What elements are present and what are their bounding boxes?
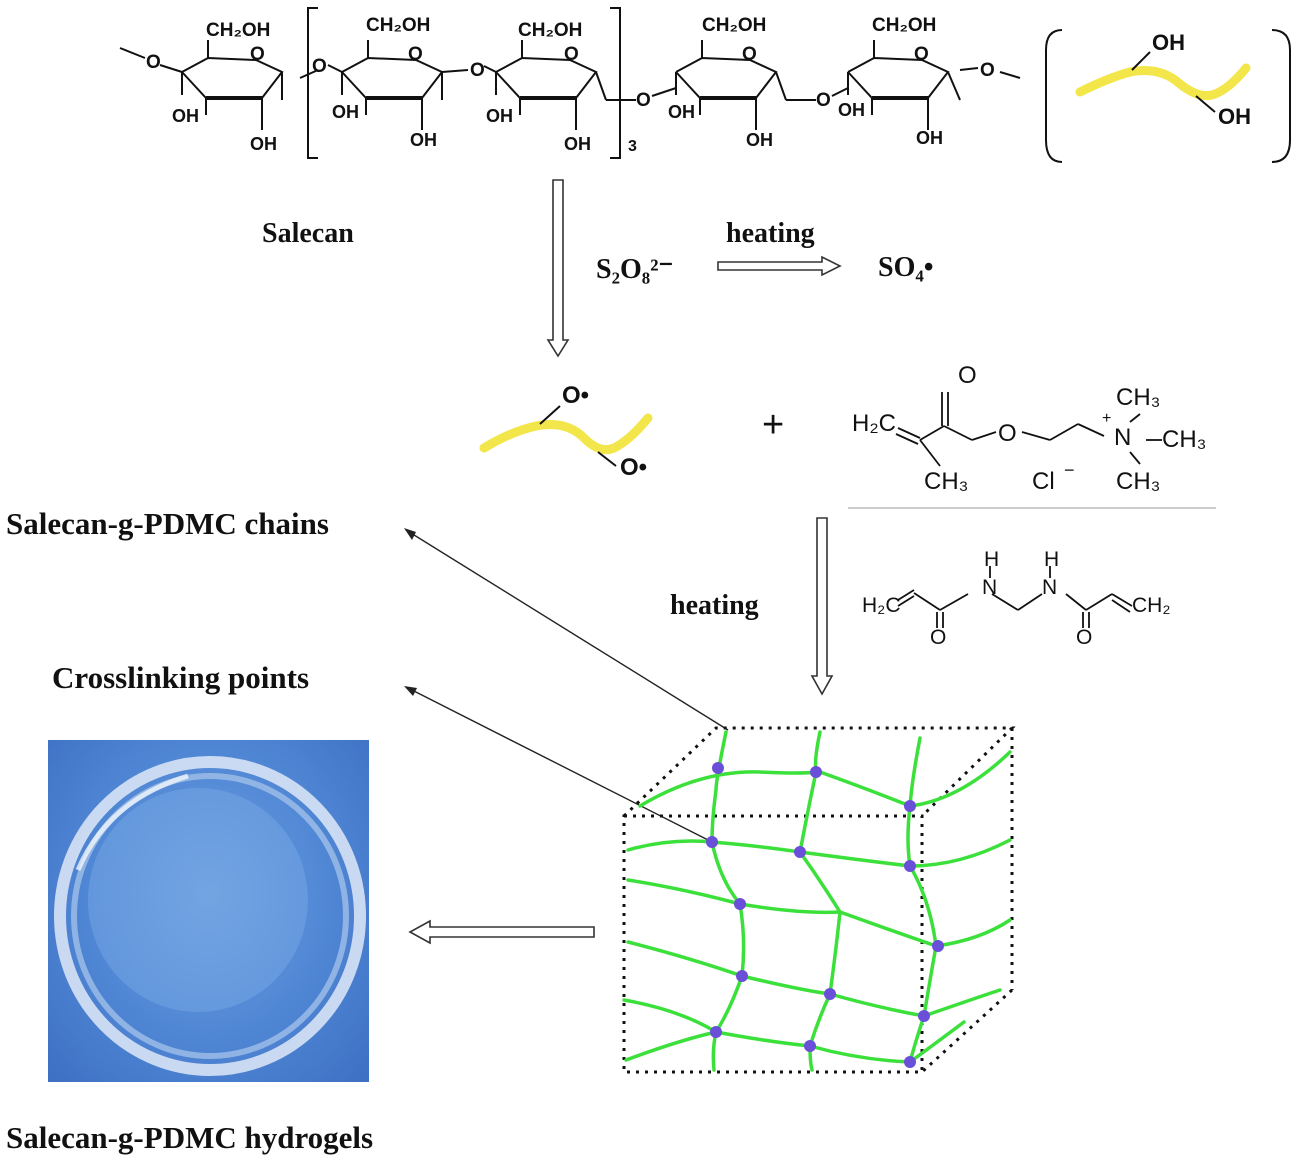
mba-ch2: CH₂ [1132, 594, 1170, 618]
arrow-right-heating [718, 257, 840, 275]
chain-paren-right [1272, 30, 1290, 162]
dmc-nitrogen-charge: + [1102, 410, 1111, 428]
ring-o-3: O [564, 44, 579, 66]
chain-oh-top: OH [1152, 30, 1185, 56]
o-link-1: O [146, 52, 161, 74]
repeat-bracket-left [308, 8, 318, 158]
polymer-network [624, 732, 1010, 1070]
o-link-2: O [312, 56, 327, 78]
chain-oh-bottom: OH [1218, 104, 1251, 130]
ch2oh-1: CH₂OH [206, 20, 270, 42]
hydrogels-label: Salecan-g-PDMC hydrogels [6, 1120, 373, 1156]
mba-h-left: H [984, 548, 999, 572]
arrow-down-middle [812, 518, 832, 694]
dmc-ch3-a: CH₃ [1116, 384, 1160, 412]
oh-5b: OH [916, 128, 943, 149]
mba-o-right: O [1076, 626, 1092, 650]
oh-5a: OH [838, 100, 865, 121]
pointer-crosslinks [408, 688, 712, 842]
salecan-chain-simplified [1080, 68, 1246, 96]
oh-4b: OH [746, 130, 773, 151]
oh-3a: OH [486, 106, 513, 127]
crosslinking-points-label: Crosslinking points [52, 660, 309, 696]
arrow-down-top [548, 180, 568, 356]
mba-h2c: H₂C [862, 594, 900, 618]
oh-2a: OH [332, 102, 359, 123]
mba-h-right: H [1044, 548, 1059, 572]
radical-o-top: O• [562, 382, 589, 410]
persulfate-label: S₂O₈²⁻ [596, 252, 673, 286]
repeat-subscript: 3 [628, 138, 637, 156]
network-cube [624, 728, 1012, 1072]
o-link-3: O [470, 60, 485, 82]
oh-1a: OH [172, 106, 199, 127]
hydrogel-disc [48, 740, 369, 1082]
radical-o-bottom: O• [620, 454, 647, 482]
dmc-chloride-charge: − [1064, 460, 1075, 481]
glucose-ring-2 [300, 40, 468, 130]
mba-o-left: O [930, 626, 946, 650]
heating-label-middle: heating [670, 590, 759, 622]
oh-4a: OH [668, 102, 695, 123]
chain-paren-left [1046, 30, 1062, 162]
oh-2b: OH [410, 130, 437, 151]
ch2oh-2: CH₂OH [366, 15, 430, 37]
dmc-h2c: H₂C [852, 410, 896, 438]
o-link-5: O [816, 90, 831, 112]
heating-label-top: heating [726, 218, 815, 250]
mba-crosslinker [898, 566, 1132, 628]
pointer-chains [406, 530, 728, 730]
dmc-nitrogen: N [1114, 424, 1131, 452]
mba-n-left: N [982, 576, 997, 600]
ch2oh-3: CH₂OH [518, 20, 582, 42]
oh-1b: OH [250, 134, 277, 155]
ch2oh-5: CH₂OH [872, 15, 936, 37]
ring-o-1: O [250, 44, 265, 66]
salecan-label: Salecan [262, 218, 354, 250]
ch2oh-4: CH₂OH [702, 15, 766, 37]
dmc-ch3-c: CH₃ [1116, 468, 1160, 496]
sulfate-radical-label: SO₄• [878, 252, 934, 284]
chains-label: Salecan-g-PDMC chains [6, 506, 329, 542]
o-link-6: O [980, 60, 995, 82]
oh-3b: OH [564, 134, 591, 155]
arrow-left-to-photo [410, 921, 594, 943]
ring-o-2: O [408, 44, 423, 66]
dmc-ester-o: O [998, 420, 1017, 448]
o-link-4: O [636, 90, 651, 112]
ring-o-5: O [914, 44, 929, 66]
hydrogel-photo [48, 740, 369, 1082]
mba-n-right: N [1042, 576, 1057, 600]
dmc-ch3-b: CH₃ [1162, 426, 1206, 454]
repeat-bracket-right [610, 8, 620, 158]
dmc-chloride: Cl [1032, 468, 1055, 496]
salecan-radical-chain [484, 418, 648, 450]
plus-sign: + [762, 404, 784, 447]
dmc-ch3-methyl: CH₃ [924, 468, 968, 496]
ring-o-4: O [742, 44, 757, 66]
dmc-carbonyl-o: O [958, 362, 977, 390]
